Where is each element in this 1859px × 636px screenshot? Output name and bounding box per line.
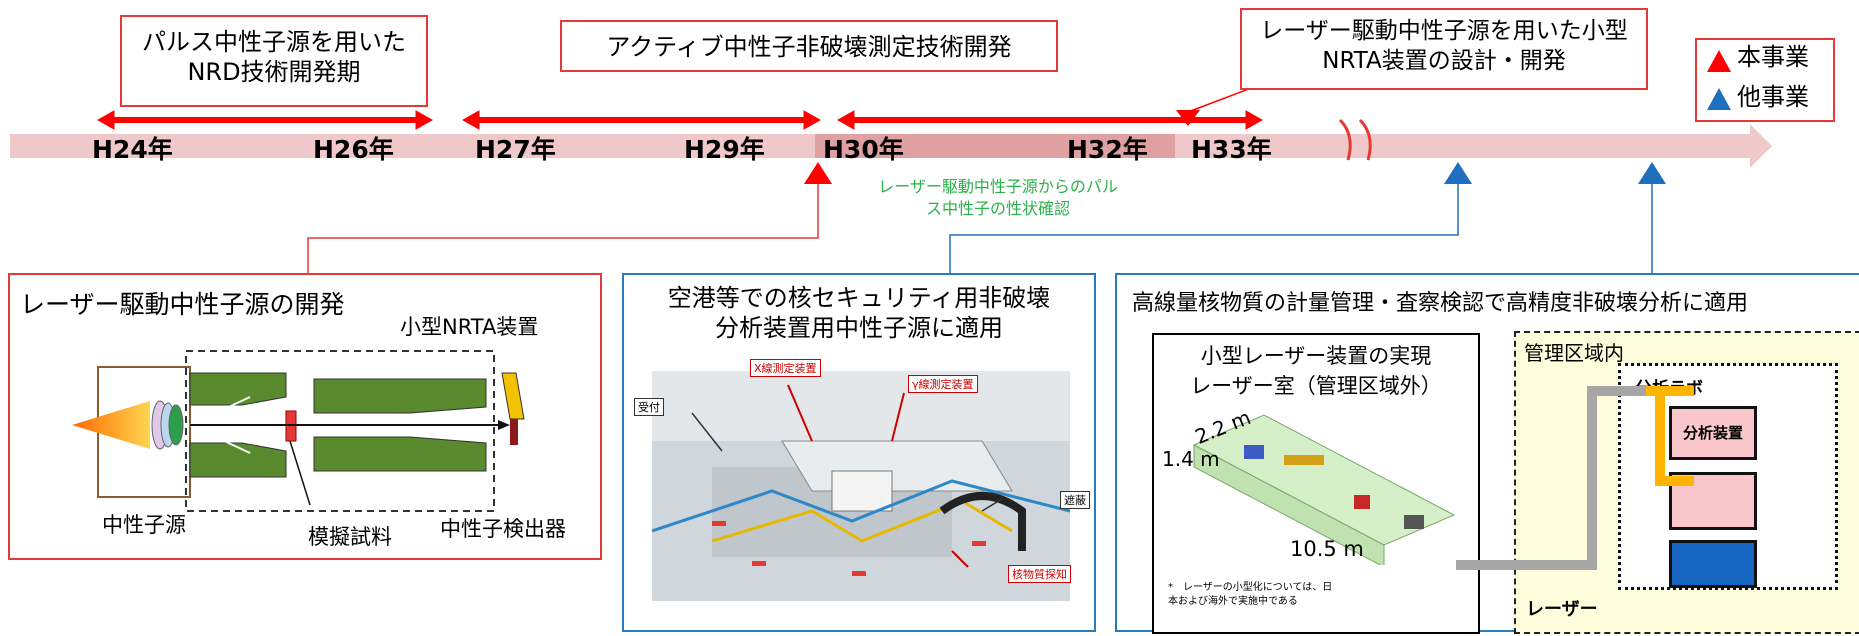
shield-tag: 遮蔽 [1060,491,1090,509]
period-box-3: レーザー駆動中性子源を用いた小型 NRTA装置の設計・開発 [1240,8,1648,90]
controlled-area: 管理区域内 分析ラボ 分析装置 レーザー [1456,331,1859,634]
panel1-title: レーザー駆動中性子源の開発 [20,290,345,319]
controlled-area-label: 管理区域内 [1524,341,1624,365]
period-label-2: アクティブ中性子非破壊測定技術開発 [606,33,1012,61]
period-arrow-2 [461,110,822,130]
legend: 本事業 他事業 [1695,38,1835,122]
timeline-break-icon [1338,118,1372,161]
detector-label: 中性子検出器 [440,517,566,541]
legend-red-triangle-icon [1707,50,1731,72]
panel3-title: 高線量核物質の計量管理・査察検認で高精度非破壊分析に適用 [1132,291,1749,316]
h32-down-marker [1176,110,1200,126]
collimator-4 [313,436,487,472]
collimator-1 [189,372,287,406]
reception-tag: 受付 [634,398,664,416]
timeline-highlight-segment [815,134,1175,158]
dim-10-5m: 10.5 m [1290,537,1364,561]
laser-label: レーザー [1526,599,1598,620]
device-dashed-box [185,350,495,512]
green-note: レーザー駆動中性子源からのパル ス中性子の性状確認 [878,177,1118,218]
analyzer-box-1: 分析装置 [1669,406,1757,460]
detector-icon [501,372,525,420]
gamma-tag: γ線測定装置 [908,375,978,393]
connector-red [307,184,819,273]
year-h30: H30年 [823,135,904,164]
legend-blue-triangle-icon [1707,88,1731,110]
legend-icons [1707,50,1731,110]
panel-airport-security: 空港等での核セキュリティ用非破壊 分析装置用中性子源に適用 X線測定装置 γ線測… [622,273,1096,632]
analyzer-label: 分析装置 [1682,424,1743,442]
sample-label: 模擬試料 [308,525,392,549]
panel2-title: 空港等での核セキュリティ用非破壊 分析装置用中性子源に適用 [667,284,1051,342]
laser-room-box: 小型レーザー装置の実現 レーザー室（管理区域外） 2.2 m 1.4 m 10.… [1152,333,1480,634]
year-h24: H24年 [92,135,173,164]
period-box-2: アクティブ中性子非破壊測定技術開発 [560,20,1058,72]
legend-other-project: 他事業 [1737,83,1809,111]
laser-device-illustration [1192,414,1456,565]
panel-nuclear-safeguards: 高線量核物質の計量管理・査察検認で高精度非破壊分析に適用 小型レーザー装置の実現… [1115,273,1859,634]
year-h27: H27年 [475,135,556,164]
year-h32: H32年 [1067,135,1148,164]
dim-1-4m: 1.4 m [1162,447,1220,471]
year-h26: H26年 [313,135,394,164]
period-label-3: レーザー駆動中性子源を用いた小型 NRTA装置の設計・開発 [1260,18,1628,74]
period-arrow-1 [96,110,434,130]
collimator-3 [313,378,487,414]
xray-tag: X線測定装置 [750,359,821,377]
nuclear-detect-tag: 核物質探知 [1008,565,1071,583]
collimator-2 [189,442,287,478]
period-arrow-3 [836,110,1264,130]
laser-room-title: 小型レーザー装置の実現 レーザー室（管理区域外） [1190,344,1442,398]
footnote: * レーザーの小型化については、日 本および海外で実施中である [1168,582,1333,607]
year-h29: H29年 [684,135,765,164]
nrta-schematic [72,350,525,512]
source-label: 中性子源 [102,513,186,537]
period-box-1: パルス中性子源を用いた NRD技術開発期 [120,15,428,107]
panel-laser-source: レーザー駆動中性子源の開発 小型NRTA装置 [8,273,602,560]
laser-beam-icon [72,401,150,449]
this-project-marker [804,162,832,184]
period-label-1: パルス中性子源を用いた NRD技術開発期 [142,28,406,86]
beam-transport-lines [1456,386,1694,570]
connector-blue-1 [949,184,1459,273]
legend-this-project: 本事業 [1737,43,1809,71]
other-project-marker-2 [1638,162,1666,184]
panel1-device-label: 小型NRTA装置 [400,315,539,339]
airport-illustration [652,371,1070,601]
year-h33: H33年 [1191,135,1272,164]
other-project-marker-1 [1444,162,1472,184]
analyzer-box-3 [1669,540,1757,588]
analysis-lab: 分析ラボ 分析装置 [1618,363,1838,590]
